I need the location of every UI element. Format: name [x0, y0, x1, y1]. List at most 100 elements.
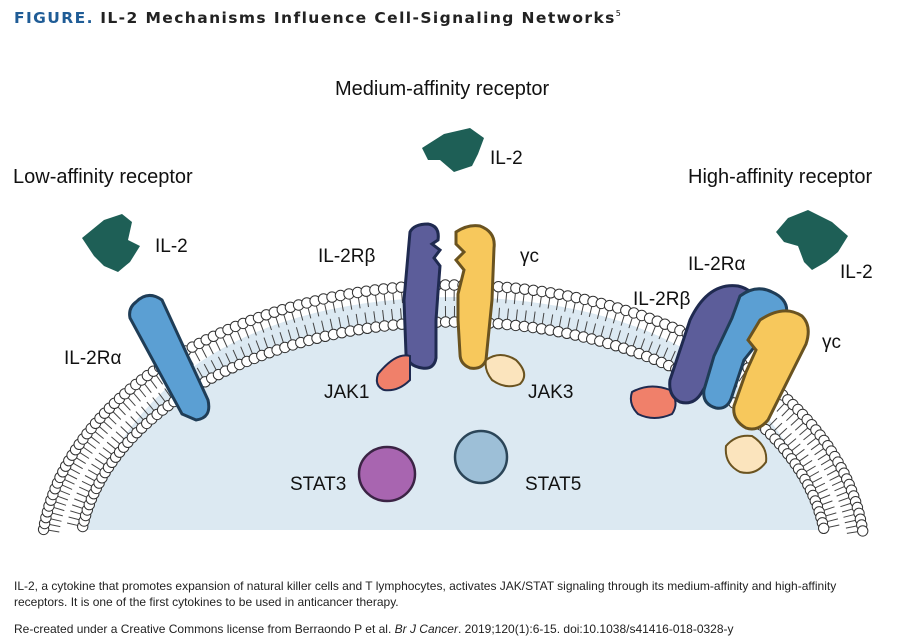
- lipid-tail: [392, 291, 395, 304]
- lipid-tail: [203, 363, 211, 375]
- lipid-tail: [89, 435, 101, 444]
- lipid-tail: [498, 307, 500, 320]
- lipid-tail: [299, 308, 304, 321]
- credit-journal: Br J Cancer: [394, 622, 458, 636]
- label-stat5: STAT5: [525, 474, 581, 495]
- lipid-tail: [592, 323, 597, 336]
- lipid-tail: [555, 298, 559, 311]
- lipid-tail: [831, 480, 844, 487]
- lipid-tail: [620, 314, 626, 326]
- label-jak1: JAK1: [324, 382, 369, 403]
- lipid-tail: [94, 458, 106, 466]
- lipid-tail: [357, 296, 361, 309]
- lipid-tail: [125, 421, 135, 431]
- lipid-tail: [214, 339, 221, 351]
- lipid-tail: [307, 306, 312, 319]
- lipid-tail: [72, 504, 84, 510]
- label-yc-high: γc: [822, 332, 841, 353]
- lipid-tail: [794, 421, 805, 431]
- lipid-tail: [575, 319, 580, 332]
- lipid-tail: [158, 392, 167, 403]
- lipid-tail: [805, 465, 816, 473]
- lipid-tail: [533, 311, 536, 324]
- lipid-tail: [91, 463, 102, 471]
- lipid-tail: [259, 321, 265, 333]
- lipid-tail: [78, 486, 91, 493]
- lipid-tail: [640, 338, 646, 350]
- lipid-tail: [232, 349, 239, 362]
- lipid-tail: [829, 474, 841, 481]
- lipid-tail: [382, 310, 385, 323]
- il2-diagram: Low-affinity receptor Medium-affinity re…: [13, 78, 873, 537]
- lipid-tail: [820, 458, 832, 466]
- lipid-tail: [217, 356, 225, 368]
- lipid-tail: [588, 305, 593, 318]
- lipid-tail: [669, 350, 676, 363]
- lipid-tail: [541, 312, 545, 325]
- lipid-tail: [817, 452, 829, 461]
- lipid-tail: [56, 495, 69, 501]
- il2-cytokine-high: [776, 210, 848, 270]
- lipid-tail: [87, 469, 99, 477]
- lipid-tail: [225, 353, 232, 365]
- lipid-tail: [547, 296, 551, 309]
- lipid-tail: [823, 463, 835, 471]
- lipid-tail: [130, 416, 140, 426]
- lipid-tail: [332, 300, 336, 313]
- lipid-tail: [808, 471, 820, 478]
- jak1-kinase-medium: [375, 354, 411, 392]
- lipid-tail: [329, 318, 334, 331]
- lipid-tail: [244, 326, 250, 339]
- lipid-tail: [49, 518, 62, 522]
- lipid-tail: [505, 291, 508, 304]
- lipid-tail: [60, 484, 73, 490]
- lipid-tail: [152, 397, 161, 408]
- lipid-tail: [137, 387, 147, 398]
- lipid-tail: [240, 346, 246, 358]
- lipid-tail: [68, 467, 81, 475]
- lipid-tail: [70, 510, 82, 515]
- lipid-tail: [838, 496, 851, 502]
- label-il2rb-high: IL-2Rβ: [633, 289, 690, 310]
- lipid-tail: [364, 312, 368, 325]
- label-il2-high: IL-2: [840, 262, 873, 283]
- lipid-tail: [47, 529, 60, 533]
- lipid-tail: [768, 417, 778, 428]
- lipid-head: [857, 525, 869, 537]
- lipid-tail: [74, 498, 86, 504]
- jak3-kinase-high: [724, 434, 768, 474]
- lipid-tail: [267, 318, 272, 331]
- lipid-tail: [583, 321, 588, 334]
- lipid-tail: [572, 301, 576, 314]
- lipid-tail: [355, 313, 359, 326]
- lipid-tail: [600, 325, 605, 338]
- lipid-tail: [321, 320, 325, 333]
- lipid-tail: [143, 382, 152, 394]
- lipid-tail: [624, 332, 630, 345]
- lipid-tail: [790, 416, 801, 426]
- lipid-tail: [76, 492, 88, 499]
- lipid-tail: [822, 506, 835, 512]
- lipid-tail: [522, 293, 525, 306]
- lipid-tail: [391, 309, 394, 322]
- yc-receptor-medium: [453, 224, 496, 370]
- lipid-tail: [782, 433, 792, 442]
- lipid-tail: [841, 508, 854, 513]
- lipid-tail: [824, 512, 837, 517]
- il2-cytokine-low: [82, 214, 140, 272]
- lipid-tail: [665, 330, 672, 343]
- lipid-tail: [271, 334, 277, 347]
- lipid-tail: [632, 335, 638, 348]
- lipid-tail: [786, 411, 796, 422]
- label-stat3: STAT3: [290, 474, 346, 495]
- lipid-tail: [826, 469, 838, 476]
- lipid-tail: [814, 447, 825, 456]
- lipid-tail: [818, 494, 831, 500]
- lipid-tail: [811, 476, 823, 484]
- lipid-tail: [275, 315, 280, 328]
- lipid-tail: [200, 346, 208, 358]
- lipid-tail: [845, 525, 858, 529]
- lipid-tail: [291, 311, 296, 323]
- lipid-tail: [658, 327, 664, 340]
- lipid-tail: [515, 309, 518, 322]
